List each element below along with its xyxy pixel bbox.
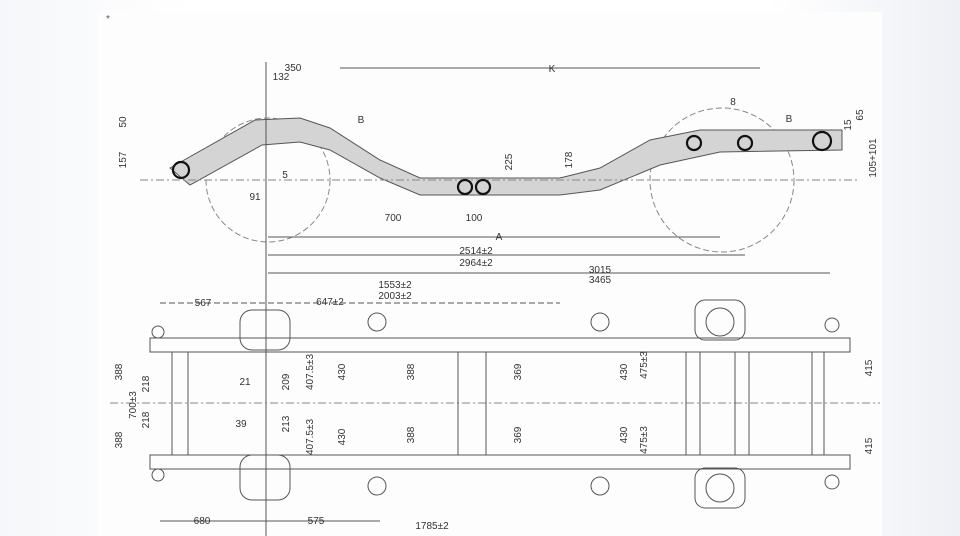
crossmember — [734, 351, 750, 456]
plan-view — [110, 299, 880, 522]
dimension-label: 388 — [114, 431, 125, 448]
mount — [151, 325, 165, 339]
dimension-label: 100 — [466, 213, 483, 224]
mount — [590, 312, 610, 332]
crossmember — [811, 351, 825, 456]
dimension-label: 1553±2 — [378, 280, 412, 291]
dimension-label: 8 — [730, 97, 736, 108]
dimension-label: 350 — [285, 63, 302, 74]
dimension-label: 407.5±3 — [305, 419, 316, 456]
dimension-label: 218 — [141, 411, 152, 428]
highlight-holes — [171, 130, 833, 196]
mount — [367, 312, 387, 332]
dimension-label: 105+101 — [868, 138, 879, 178]
mount — [824, 317, 840, 333]
dimension-label: 132 — [273, 72, 290, 83]
dimension-label: 475±3 — [639, 351, 650, 379]
dimension-label: 647±2 — [316, 297, 344, 308]
rear-hub — [705, 473, 735, 503]
drawing-sheet — [98, 12, 882, 536]
dimension-label: A — [496, 232, 503, 243]
crossmember — [685, 351, 701, 456]
mount — [367, 476, 387, 496]
dimension-label: 2514±2 — [459, 246, 493, 257]
dimension-label: 21 — [239, 377, 251, 388]
dimension-label: 39 — [235, 419, 247, 430]
dimension-label: 430 — [619, 363, 630, 380]
dimension-label: 700 — [385, 213, 402, 224]
dimension-label: B — [358, 115, 365, 126]
dimension-label: 209 — [281, 373, 292, 390]
dimension-label: 430 — [337, 428, 348, 445]
hole-circle — [171, 160, 191, 180]
dimension-label: 5 — [282, 170, 288, 181]
dimension-label: 680 — [194, 516, 211, 527]
dimension-label: 567 — [195, 298, 212, 309]
dimension-label: 415 — [864, 359, 875, 376]
dimension-label: 50 — [118, 116, 129, 128]
dimension-label: 415 — [864, 437, 875, 454]
dimension-label: 91 — [249, 192, 261, 203]
dimension-label: 157 — [118, 151, 129, 168]
crossmember — [457, 351, 487, 456]
dimension-label: 388 — [114, 363, 125, 380]
left-rail — [149, 337, 851, 353]
dimension-label: 388 — [406, 426, 417, 443]
dimension-label: 65 — [855, 109, 866, 121]
dimension-label: 15 — [843, 119, 854, 131]
dimension-label: 3465 — [589, 275, 612, 286]
mount — [151, 468, 165, 482]
hole-circle — [811, 130, 833, 152]
dimension-label: 218 — [141, 375, 152, 392]
rear-axle-housing — [694, 467, 746, 509]
dimension-label: 369 — [513, 363, 524, 380]
side-view — [140, 62, 860, 536]
front-spring-bracket — [239, 454, 291, 501]
side-frame — [169, 117, 843, 196]
crossmember — [171, 351, 189, 456]
dimension-label: B — [786, 114, 793, 125]
mount — [590, 476, 610, 496]
dimension-label: 430 — [337, 363, 348, 380]
hole-circle — [685, 134, 703, 152]
right-rail — [149, 454, 851, 470]
rear-hub — [705, 307, 735, 337]
dimension-label: 213 — [281, 415, 292, 432]
dimension-label: 225 — [504, 153, 515, 170]
dimension-label: K — [549, 64, 556, 75]
hole-circle — [736, 134, 754, 152]
hole-circle — [456, 178, 474, 196]
hole-circle — [474, 178, 492, 196]
dimension-label: 407.5±3 — [305, 354, 316, 391]
dimension-label: 1785±2 — [415, 521, 449, 532]
dimension-label: 430 — [619, 426, 630, 443]
dimension-label: 575 — [308, 516, 325, 527]
dimension-label: 3015 — [589, 265, 612, 276]
dimension-label: 388 — [406, 363, 417, 380]
rear-wheel-outline — [649, 107, 795, 253]
dimension-label: 2003±2 — [378, 291, 412, 302]
dimension-label: 2964±2 — [459, 258, 493, 269]
rear-axle-housing — [694, 299, 746, 341]
marker: * — [106, 14, 110, 25]
dimension-label: 369 — [513, 426, 524, 443]
dimension-label: 178 — [564, 151, 575, 168]
dimension-label: 700±3 — [128, 391, 139, 419]
dimension-label: 475±3 — [639, 426, 650, 454]
front-spring-bracket — [239, 309, 291, 351]
mount — [824, 474, 840, 490]
